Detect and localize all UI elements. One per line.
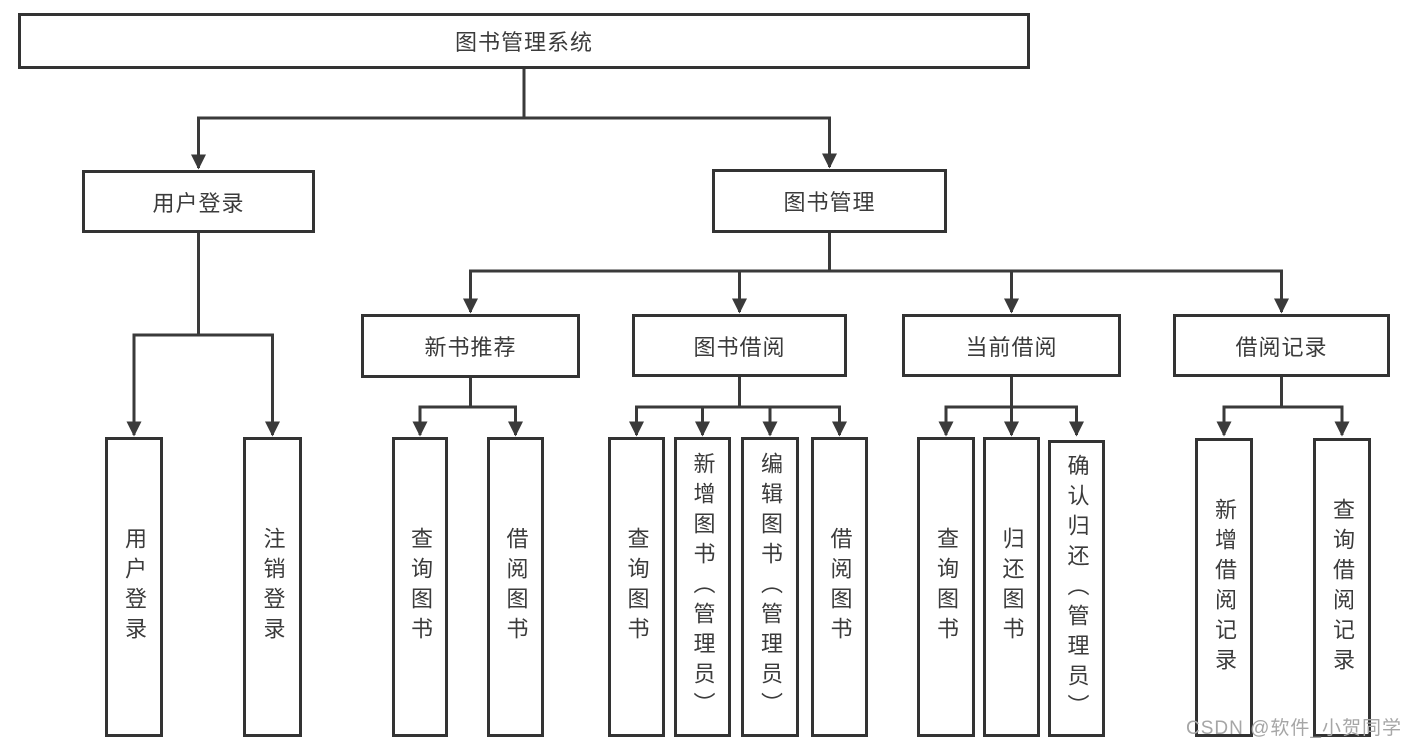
- leaf-label: 用户登录: [122, 527, 147, 647]
- leaf-return-book: 归还图书: [983, 437, 1040, 737]
- leaf-label: 查询图书: [934, 527, 959, 647]
- leaf-borrow-books: 借阅图书: [487, 437, 544, 737]
- leaf-query-borrow-record: 查询借阅记录: [1313, 438, 1371, 737]
- leaf-confirm-return-admin: 确认归还（管理员）: [1048, 440, 1105, 737]
- node-user-login: 用户登录: [82, 170, 315, 233]
- node-borrow-records: 借阅记录: [1173, 314, 1390, 377]
- leaf-label: 新增借阅记录: [1212, 497, 1237, 678]
- leaf-label: 新增图书（管理员）: [690, 452, 716, 722]
- leaf-borrow-books-2: 借阅图书: [811, 437, 868, 737]
- leaf-user-login: 用户登录: [105, 437, 163, 737]
- node-book-management: 图书管理: [712, 169, 947, 233]
- leaf-label: 编辑图书（管理员）: [758, 452, 783, 722]
- csdn-watermark: CSDN @软件_小贺同学: [1186, 718, 1402, 739]
- leaf-add-borrow-record: 新增借阅记录: [1195, 438, 1253, 737]
- leaf-label: 查询借阅记录: [1330, 497, 1355, 678]
- node-library-system: 图书管理系统: [18, 13, 1030, 69]
- node-current-borrow: 当前借阅: [902, 314, 1121, 377]
- leaf-logout: 注销登录: [243, 437, 302, 737]
- node-book-borrow: 图书借阅: [632, 314, 847, 377]
- leaf-label: 借阅图书: [827, 527, 853, 647]
- leaf-query-books: 查询图书: [392, 437, 448, 737]
- leaf-edit-book-admin: 编辑图书（管理员）: [741, 437, 799, 737]
- leaf-label: 查询图书: [624, 527, 650, 647]
- leaf-add-book-admin: 新增图书（管理员）: [674, 437, 731, 737]
- leaf-label: 确认归还（管理员）: [1064, 453, 1090, 724]
- leaf-label: 借阅图书: [503, 527, 529, 647]
- leaf-label: 查询图书: [408, 527, 433, 647]
- leaf-query-books-2: 查询图书: [608, 437, 665, 737]
- leaf-query-books-3: 查询图书: [917, 437, 975, 737]
- leaf-label: 归还图书: [999, 527, 1025, 647]
- node-new-book-recommend: 新书推荐: [361, 314, 580, 378]
- leaf-label: 注销登录: [260, 527, 286, 647]
